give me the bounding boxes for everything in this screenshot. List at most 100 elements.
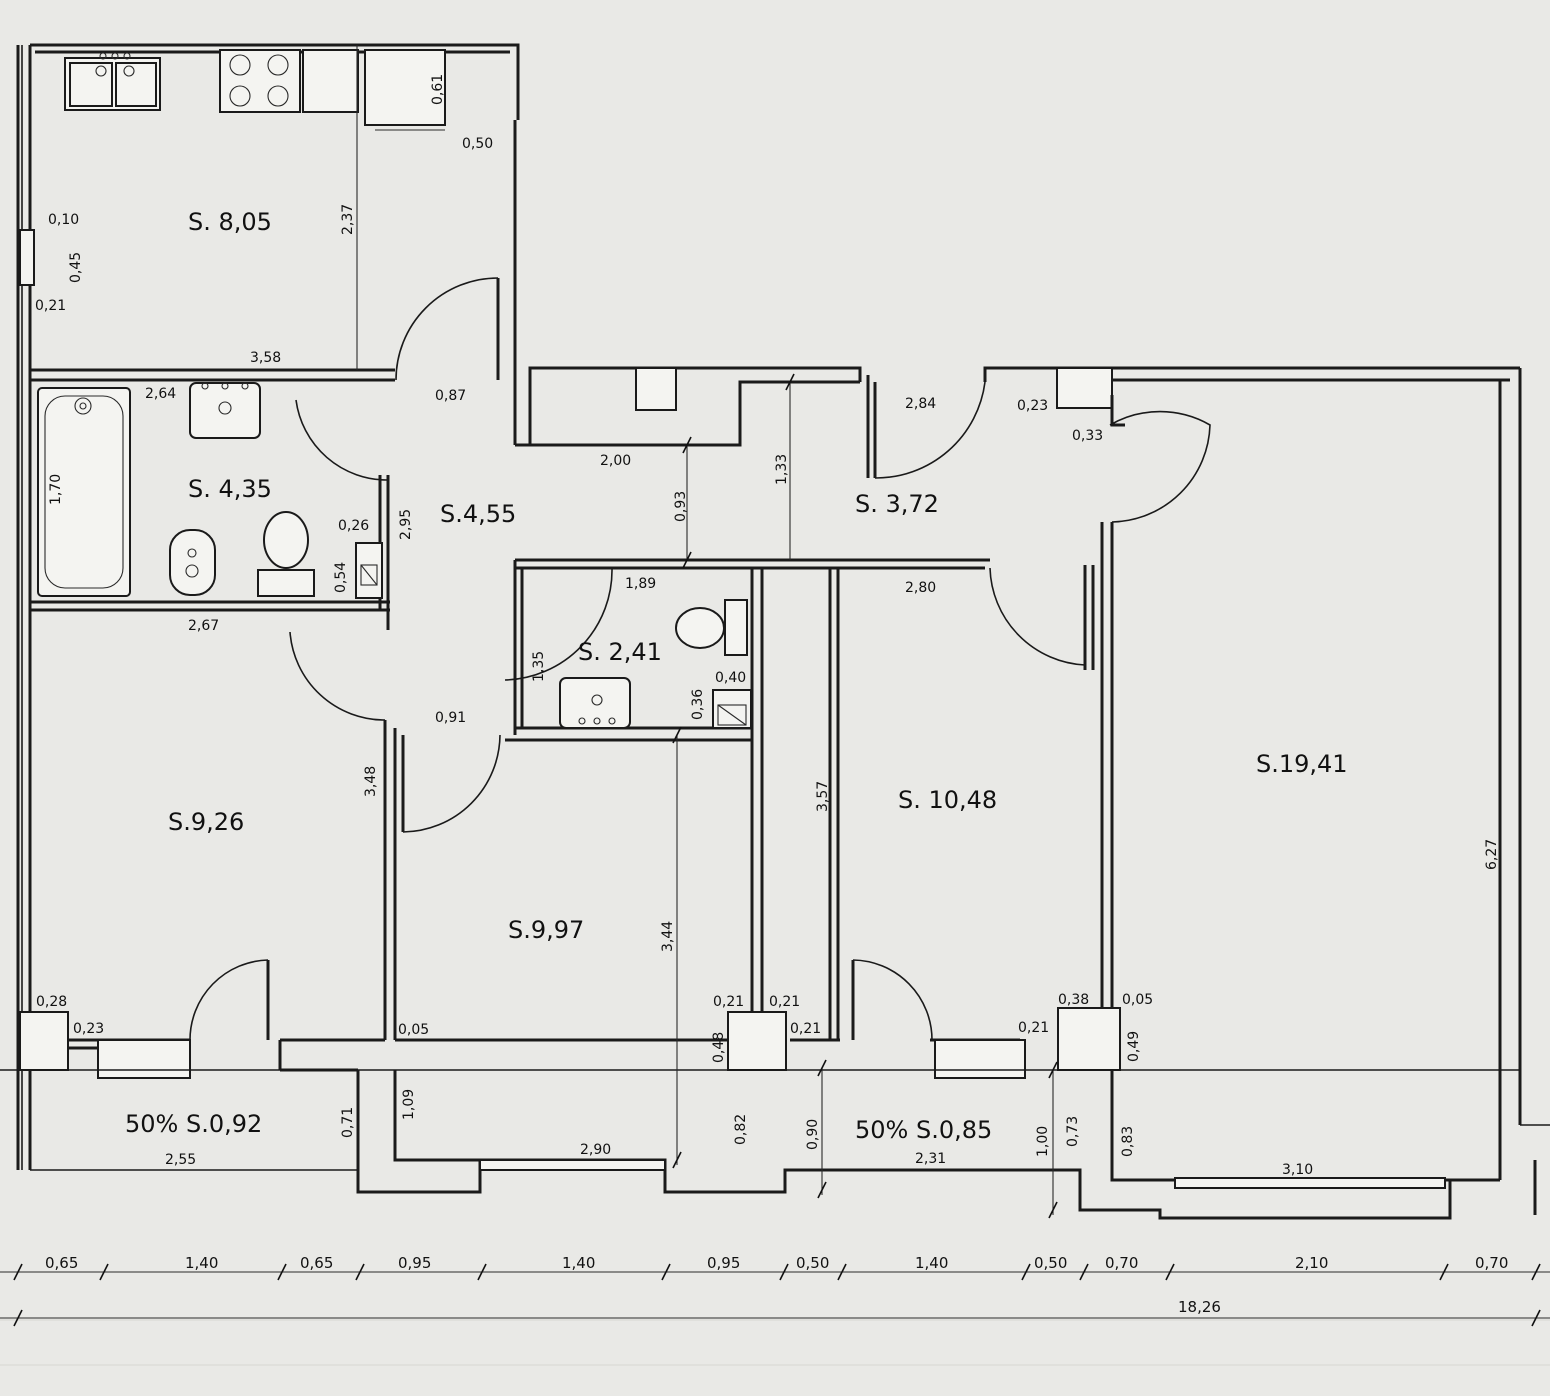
dim-label: 2,95 [398, 509, 414, 540]
dim-label: 2,90 [580, 1142, 611, 1158]
room-label-hall: S.4,55 [440, 500, 516, 528]
dim-label: 3,48 [363, 766, 379, 797]
bottom-dim: 0,50 [1034, 1254, 1067, 1272]
dim-label: 6,27 [1484, 839, 1500, 870]
dim-label: 0,45 [68, 252, 84, 283]
kitchen-counter [302, 49, 446, 131]
dim-label: 0,21 [713, 994, 744, 1010]
dim-label: 0,21 [769, 994, 800, 1010]
dim-label: 0,21 [35, 298, 66, 314]
dim-label: 1,00 [1035, 1126, 1051, 1157]
total-width: 18,26 [1178, 1298, 1221, 1316]
bottom-dim: 0,65 [45, 1254, 78, 1272]
lower-walls [383, 368, 1550, 1180]
dim-label: 3,58 [250, 350, 281, 366]
bathtub-icon [37, 387, 131, 597]
dim-label: 0,21 [1018, 1020, 1049, 1036]
hall-walls [515, 366, 1520, 570]
dim-label: 0,28 [36, 994, 67, 1010]
bottom-dimension-chain: 0,65 1,40 0,65 0,95 1,40 0,95 0,50 1,40 … [45, 1254, 1508, 1316]
room-label-room-c: S. 10,48 [898, 786, 997, 814]
room-label-wc: S. 2,41 [578, 638, 662, 666]
dimension-ticks [13, 373, 1541, 1327]
dim-label: 0,23 [1017, 398, 1048, 414]
dim-label: 0,26 [338, 518, 369, 534]
dim-label: 0,50 [462, 136, 493, 152]
room-label-corridor: S. 3,72 [855, 490, 939, 518]
bidet-icon [169, 529, 216, 596]
vent-shaft [355, 542, 383, 599]
paper-lines [0, 1319, 1550, 1366]
room-labels: S. 8,05 S. 4,35 S.4,55 S. 3,72 S. 2,41 S… [125, 208, 1348, 1144]
bottom-dim: 0,70 [1105, 1254, 1138, 1272]
bottom-dim: 1,40 [562, 1254, 595, 1272]
bottom-dim: 0,50 [796, 1254, 829, 1272]
dim-label: 0,33 [1072, 428, 1103, 444]
room-label-room-a: S.9,26 [168, 808, 244, 836]
dim-label: 1,35 [531, 651, 547, 682]
room-label-kitchen: S. 8,05 [188, 208, 272, 236]
room-label-room-d: S.19,41 [1256, 750, 1348, 778]
room-label-balcony-right: 50% S.0,85 [855, 1116, 992, 1144]
bottom-dim: 1,40 [185, 1254, 218, 1272]
room-label-bath: S. 4,35 [188, 475, 272, 503]
room-label-balcony-left: 50% S.0,92 [125, 1110, 262, 1138]
dim-label: 0,73 [1065, 1116, 1081, 1147]
bottom-dim: 1,40 [915, 1254, 948, 1272]
left-facade [16, 45, 69, 1170]
dim-label: 0,54 [333, 562, 349, 593]
dim-label: 0,61 [430, 74, 446, 105]
wc-walls [505, 560, 764, 1070]
dim-label: 0,36 [690, 689, 706, 720]
dim-label: 0,48 [711, 1032, 727, 1063]
doors [189, 277, 1211, 1041]
dim-label: 0,10 [48, 212, 79, 228]
dimension-lines [0, 382, 1550, 1319]
stove-icon [219, 49, 301, 113]
bottom-dim: 0,95 [398, 1254, 431, 1272]
dim-label: 0,05 [398, 1022, 429, 1038]
dim-label: 3,44 [660, 921, 676, 952]
dim-label: 1,33 [774, 454, 790, 485]
dim-label: 2,84 [905, 396, 936, 412]
dim-label: 2,67 [188, 618, 219, 634]
bottom-dim: 0,70 [1475, 1254, 1508, 1272]
dim-label: 3,57 [815, 781, 831, 812]
dim-label: 0,38 [1058, 992, 1089, 1008]
bottom-dim: 0,65 [300, 1254, 333, 1272]
dim-label: 1,09 [401, 1089, 417, 1120]
dim-label: 2,80 [905, 580, 936, 596]
dim-label: 0,91 [435, 710, 466, 726]
wc-toilet-icon [675, 599, 748, 656]
front-facade [68, 960, 1121, 1079]
wc-vent-shaft [712, 689, 752, 729]
dim-label: 1,89 [625, 576, 656, 592]
dim-label: 0,05 [1122, 992, 1153, 1008]
bottom-dim: 2,10 [1295, 1254, 1328, 1272]
dimension-labels: 0,61 0,50 2,37 0,10 0,45 0,21 3,58 2,64 … [35, 74, 1500, 1178]
dim-label: 2,55 [165, 1152, 196, 1168]
dim-label: 2,31 [915, 1151, 946, 1167]
washbasin-icon [189, 382, 261, 439]
dim-label: 3,10 [1282, 1162, 1313, 1178]
dim-label: 0,40 [715, 670, 746, 686]
wc-sink-icon [559, 677, 631, 729]
dim-label: 2,37 [340, 204, 356, 235]
room-label-room-b: S.9,97 [508, 916, 584, 944]
dim-label: 0,82 [733, 1114, 749, 1145]
bottom-dim: 0,95 [707, 1254, 740, 1272]
dim-label: 1,70 [48, 474, 64, 505]
dim-label: 0,83 [1120, 1126, 1136, 1157]
toilet-icon [257, 511, 315, 597]
dim-label: 2,00 [600, 453, 631, 469]
dim-label: 0,90 [805, 1119, 821, 1150]
dim-label: 0,23 [73, 1021, 104, 1037]
kitchen-sink [64, 52, 161, 111]
dim-label: 0,71 [340, 1107, 356, 1138]
dim-label: 0,93 [673, 491, 689, 522]
balconies [0, 1069, 1537, 1220]
dim-label: 0,21 [790, 1021, 821, 1037]
dim-label: 0,49 [1126, 1031, 1142, 1062]
dim-label: 2,64 [145, 386, 176, 402]
